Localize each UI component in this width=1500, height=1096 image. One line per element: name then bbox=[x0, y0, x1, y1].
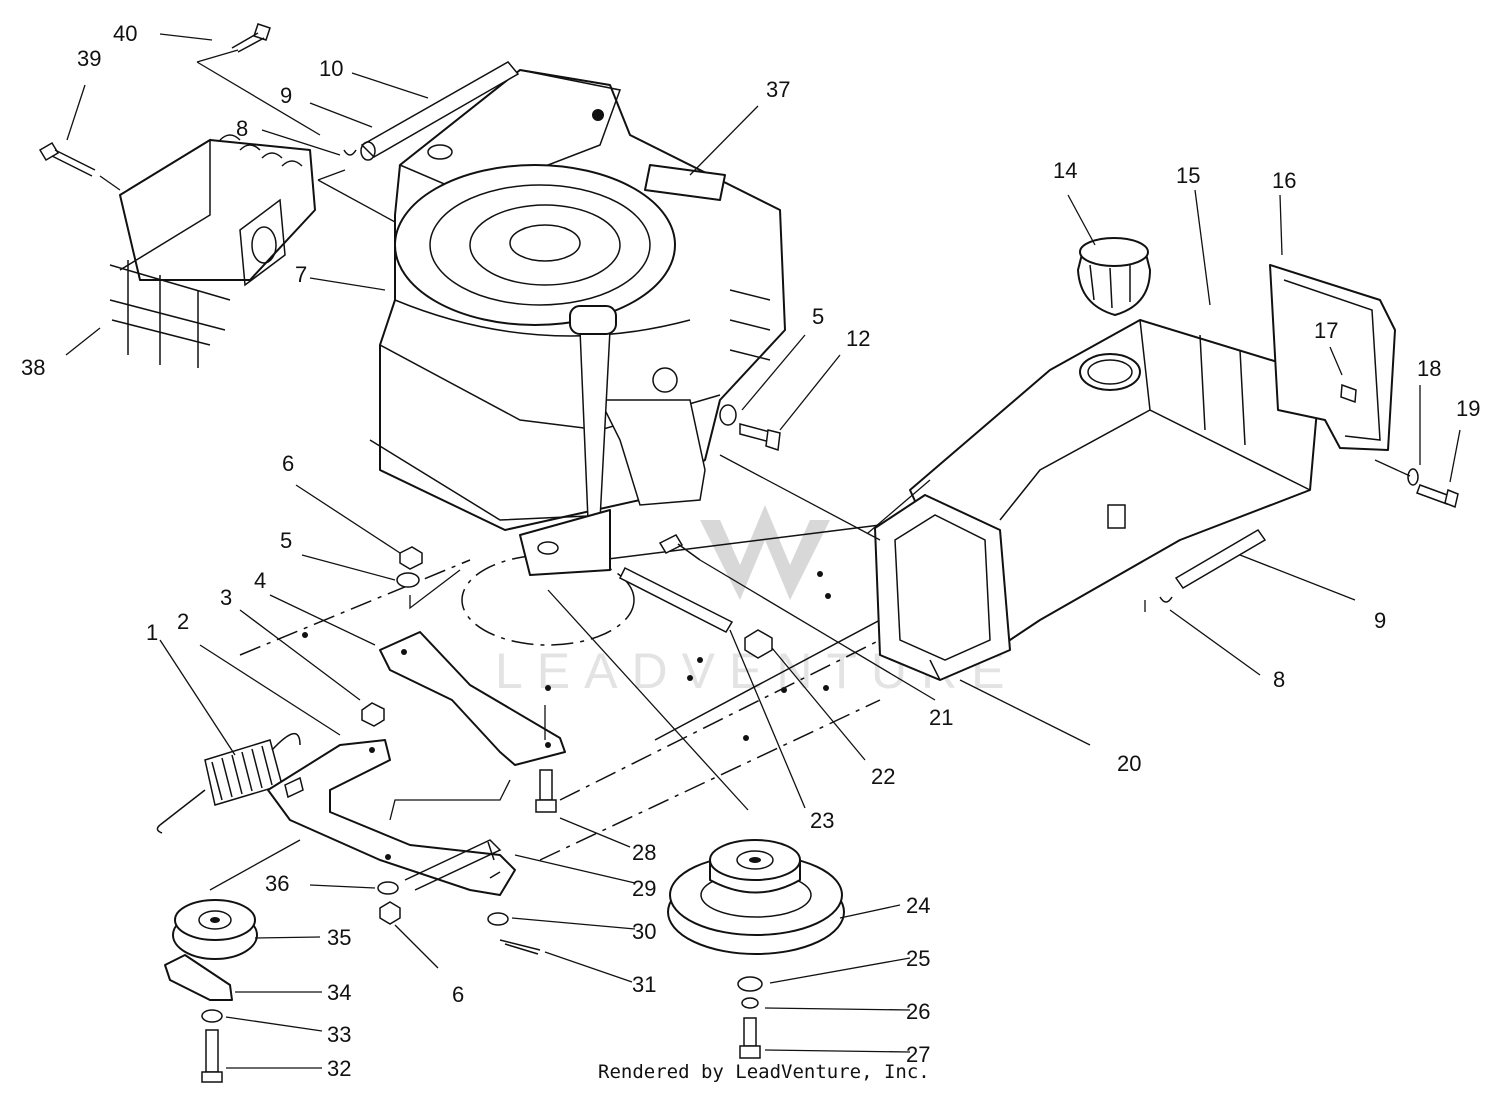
callout-32: 32 bbox=[327, 1056, 351, 1081]
callouts: 40 39 10 9 8 37 7 38 14 15 16 5 12 17 18… bbox=[21, 21, 1480, 1081]
callout-28: 28 bbox=[632, 840, 656, 865]
nut-6-lower bbox=[379, 901, 401, 925]
washer-36 bbox=[377, 881, 399, 895]
callout-20: 20 bbox=[1117, 751, 1141, 776]
callout-9: 9 bbox=[280, 83, 292, 108]
callout-27: 27 bbox=[906, 1042, 930, 1067]
fuel-cap bbox=[1077, 237, 1151, 316]
callout-15: 15 bbox=[1176, 163, 1200, 188]
callout-22: 22 bbox=[871, 764, 895, 789]
callout-18: 18 bbox=[1417, 356, 1441, 381]
washer-33 bbox=[201, 1009, 223, 1023]
callout-33: 33 bbox=[327, 1022, 351, 1047]
bolt-32 bbox=[201, 1029, 223, 1083]
callout-3: 3 bbox=[220, 585, 232, 610]
callout-2: 2 bbox=[177, 609, 189, 634]
callout-12: 12 bbox=[846, 326, 870, 351]
callout-38: 38 bbox=[21, 355, 45, 380]
fuel-tank bbox=[909, 319, 1321, 641]
callout-17: 17 bbox=[1314, 318, 1338, 343]
callout-4: 4 bbox=[254, 568, 266, 593]
callout-40: 40 bbox=[113, 21, 137, 46]
callout-5: 5 bbox=[812, 304, 824, 329]
rod-29 bbox=[404, 839, 502, 891]
pin-31 bbox=[499, 939, 541, 955]
callout-16: 16 bbox=[1272, 168, 1296, 193]
bolt-39 bbox=[38, 141, 96, 177]
callout-1: 1 bbox=[146, 620, 158, 645]
idler-arm-2 bbox=[267, 739, 516, 896]
fuel-line-upper bbox=[343, 61, 520, 161]
bolt-40 bbox=[231, 23, 271, 53]
washer-5-upper bbox=[719, 404, 737, 426]
engine-pulley-24 bbox=[667, 839, 845, 955]
callout-5: 5 bbox=[280, 528, 292, 553]
callout-29: 29 bbox=[632, 876, 656, 901]
callout-7: 7 bbox=[295, 262, 307, 287]
fitting-21 bbox=[658, 534, 701, 561]
callout-37: 37 bbox=[766, 77, 790, 102]
leader-lines bbox=[65, 33, 1461, 1069]
callout-34: 34 bbox=[327, 980, 351, 1005]
washer-25 bbox=[737, 976, 763, 992]
nut-3 bbox=[361, 702, 385, 727]
muffler-guard bbox=[109, 134, 316, 368]
bracket-4 bbox=[379, 631, 566, 766]
fuel-line-lower bbox=[1159, 529, 1267, 603]
bolt-27 bbox=[739, 1017, 761, 1059]
callout-30: 30 bbox=[632, 919, 656, 944]
bolt-12 bbox=[739, 423, 781, 452]
callout-23: 23 bbox=[810, 808, 834, 833]
callout-14: 14 bbox=[1053, 158, 1077, 183]
washer-30 bbox=[487, 912, 509, 926]
bracket-34 bbox=[164, 954, 233, 1001]
nut-6-upper bbox=[399, 546, 423, 570]
bolt-28 bbox=[535, 769, 557, 813]
callout-9: 9 bbox=[1374, 608, 1386, 633]
stud-23 bbox=[618, 566, 734, 633]
washer-18 bbox=[1407, 468, 1419, 486]
tank-strap bbox=[1269, 264, 1396, 451]
callout-26: 26 bbox=[906, 999, 930, 1024]
filler-neck bbox=[874, 494, 1011, 681]
callout-39: 39 bbox=[77, 46, 101, 71]
callout-10: 10 bbox=[319, 56, 343, 81]
callout-35: 35 bbox=[327, 925, 351, 950]
washer-5-lower bbox=[396, 572, 420, 588]
nut-22 bbox=[744, 629, 773, 659]
callout-21: 21 bbox=[929, 705, 953, 730]
callout-6: 6 bbox=[282, 451, 294, 476]
callout-31: 31 bbox=[632, 972, 656, 997]
spring-1 bbox=[156, 733, 301, 834]
engine bbox=[369, 69, 786, 576]
bolt-19 bbox=[1416, 484, 1459, 509]
callout-24: 24 bbox=[906, 893, 930, 918]
callout-36: 36 bbox=[265, 871, 289, 896]
callout-25: 25 bbox=[906, 946, 930, 971]
washer-26 bbox=[741, 997, 759, 1009]
callout-8: 8 bbox=[236, 116, 248, 141]
idler-pulley-35 bbox=[172, 899, 258, 960]
callout-8: 8 bbox=[1273, 667, 1285, 692]
callout-6: 6 bbox=[452, 982, 464, 1007]
footer-credit: Rendered by LeadVenture, Inc. bbox=[598, 1061, 930, 1083]
callout-19: 19 bbox=[1456, 396, 1480, 421]
